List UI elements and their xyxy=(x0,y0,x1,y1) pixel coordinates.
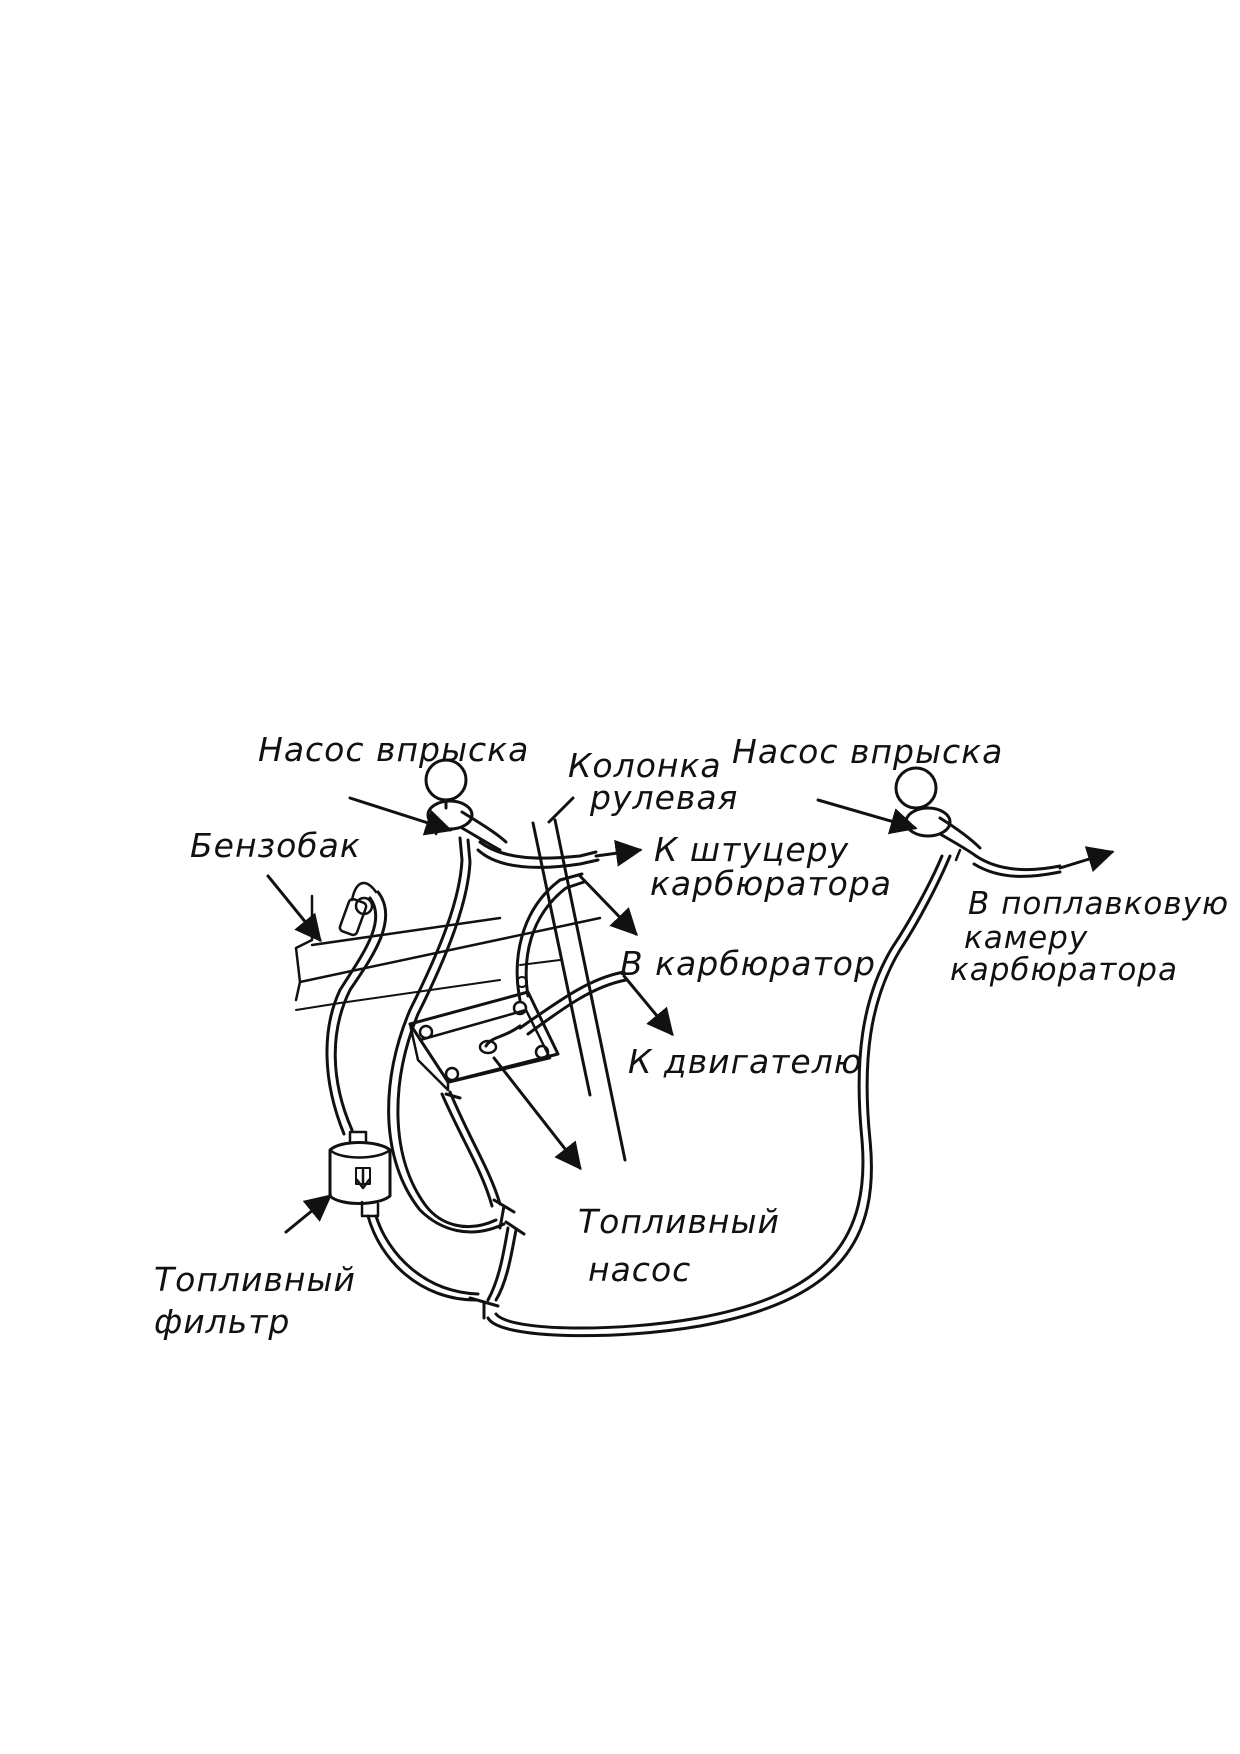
label-float-chamber-1: В поплавковую xyxy=(968,886,1230,922)
label-float-chamber-3: карбюратора xyxy=(950,952,1178,988)
steering-column xyxy=(531,796,627,1162)
label-fuel-tank: Бензобак xyxy=(190,826,361,865)
label-float-chamber-2: камеру xyxy=(964,920,1089,956)
label-steering-column-2: рулевая xyxy=(590,778,739,817)
fuel-lines xyxy=(325,836,1062,1338)
label-fuel-filter-1: Топливный xyxy=(154,1260,356,1299)
fuel-pump xyxy=(408,976,560,1092)
label-fuel-filter-2: фильтр xyxy=(154,1302,291,1341)
injection-pump-right xyxy=(894,766,982,862)
label-to-fitting-1: К штуцеру xyxy=(654,830,850,869)
label-to-engine: К двигателю xyxy=(628,1042,863,1081)
label-to-carburetor: В карбюратор xyxy=(620,944,876,983)
callout-arrows xyxy=(266,796,1115,1234)
label-to-fitting-2: карбюратора xyxy=(650,864,892,903)
fuel-tank xyxy=(294,894,602,1011)
tank-fitting xyxy=(338,881,378,937)
injection-pump-left xyxy=(424,758,508,852)
label-fuel-pump-1: Топливный xyxy=(578,1202,780,1241)
fuel-filter xyxy=(328,1130,392,1218)
label-fuel-pump-2: насос xyxy=(588,1250,692,1289)
label-injection-pump-right: Насос впрыска xyxy=(732,732,1004,771)
label-steering-column-1: Колонка xyxy=(568,746,722,785)
label-injection-pump-left: Насос впрыска xyxy=(258,730,530,769)
